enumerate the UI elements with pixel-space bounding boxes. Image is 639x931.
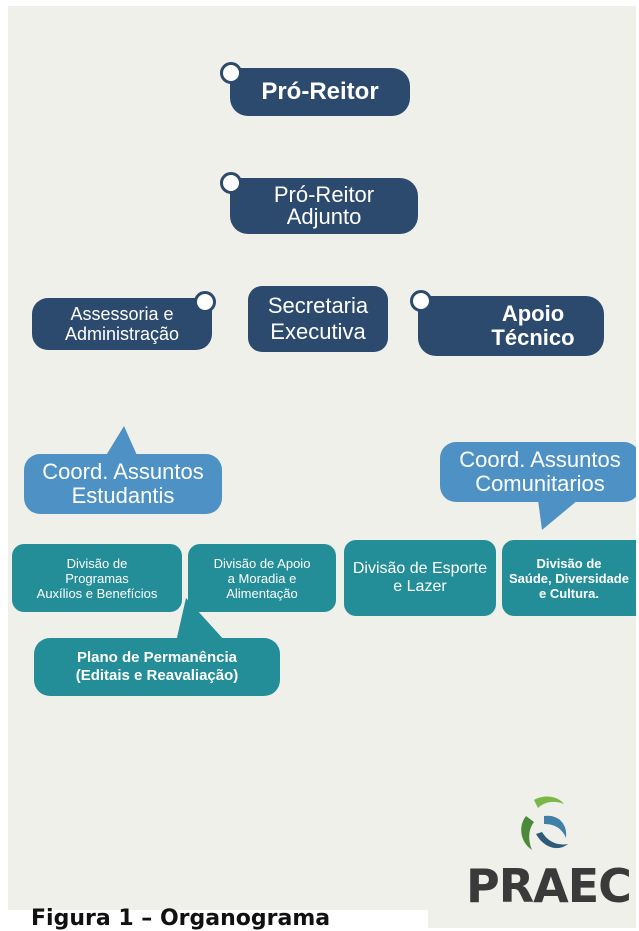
node-coord-comunitarios: Coord. Assuntos Comunitarios bbox=[440, 442, 636, 502]
node-coord-comunitarios-label: Coord. Assuntos Comunitarios bbox=[459, 447, 621, 496]
node-plano-permanencia: Plano de Permanência (Editais e Reavalia… bbox=[34, 638, 280, 696]
node-secretaria-label: Secretaria Executiva bbox=[267, 293, 369, 344]
node-coord-estudantis-label: Coord. Assuntos Estudantis bbox=[42, 459, 204, 508]
node-apoio-tecnico-knob bbox=[410, 290, 432, 312]
node-div-saude: Divisão de Saúde, Diversidade e Cultura. bbox=[502, 540, 636, 616]
node-pro-reitor-label: Pró-Reitor bbox=[261, 78, 379, 105]
node-div-esporte-label: Divisão de Esporte e Lazer bbox=[352, 560, 488, 595]
node-div-moradia-label: Divisão de Apoio a Moradia e Alimentação bbox=[213, 555, 311, 601]
praec-logo-icon bbox=[521, 796, 568, 850]
node-apoio-tecnico: Apoio Técnico bbox=[418, 296, 604, 356]
node-pro-reitor-adjunto-label: Pró-Reitor Adjunto bbox=[273, 182, 375, 229]
bubble-tail-plano bbox=[176, 598, 226, 642]
node-div-programas: Divisão de Programas Auxílios e Benefíci… bbox=[12, 544, 182, 612]
node-assessoria-label: Assessoria e Administração bbox=[64, 304, 180, 344]
node-assessoria: Assessoria e Administração bbox=[32, 298, 212, 350]
bubble-tail-comunitarios bbox=[538, 500, 578, 530]
node-pro-reitor-knob bbox=[220, 62, 242, 84]
node-div-moradia: Divisão de Apoio a Moradia e Alimentação bbox=[188, 544, 336, 612]
figure-caption: Figura 1 – Organograma bbox=[31, 906, 331, 931]
node-apoio-tecnico-label: Apoio Técnico bbox=[491, 301, 575, 350]
node-secretaria: Secretaria Executiva bbox=[248, 286, 388, 352]
node-pro-reitor: Pró-Reitor bbox=[230, 68, 410, 116]
caption-background bbox=[8, 910, 428, 928]
bubble-tail-estudantis bbox=[102, 426, 140, 462]
node-div-programas-label: Divisão de Programas Auxílios e Benefíci… bbox=[36, 555, 158, 601]
praec-logo-text: PRAEC bbox=[466, 859, 632, 913]
node-assessoria-knob bbox=[194, 291, 216, 313]
org-chart-canvas: Pró-Reitor Pró-Reitor Adjunto Assessoria… bbox=[8, 6, 636, 928]
node-div-saude-label: Divisão de Saúde, Diversidade e Cultura. bbox=[509, 555, 629, 601]
node-coord-estudantis: Coord. Assuntos Estudantis bbox=[24, 454, 222, 514]
node-div-esporte: Divisão de Esporte e Lazer bbox=[344, 540, 496, 616]
node-plano-permanencia-label: Plano de Permanência (Editais e Reavalia… bbox=[75, 649, 239, 684]
node-pro-reitor-adjunto-knob bbox=[220, 172, 242, 194]
node-pro-reitor-adjunto: Pró-Reitor Adjunto bbox=[230, 178, 418, 234]
